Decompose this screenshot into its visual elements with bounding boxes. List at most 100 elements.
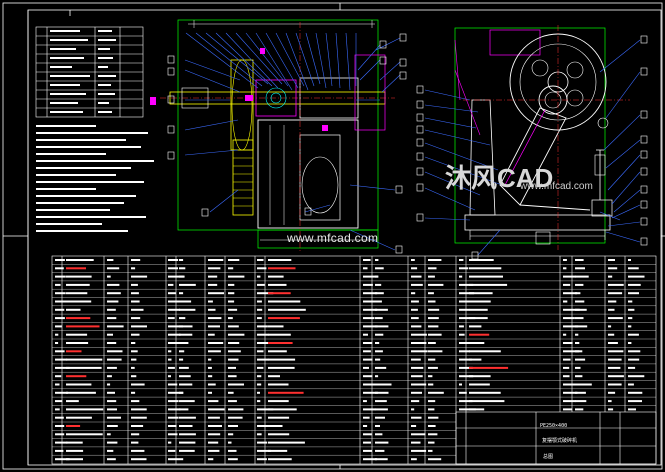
bom-cell-text-mark <box>575 375 583 378</box>
bom-cell-text-mark <box>228 416 243 419</box>
bom-cell-text-mark <box>428 342 436 344</box>
bom-cell-text-mark <box>411 375 423 378</box>
bom-cell-text-mark <box>66 408 104 411</box>
bom-cell-text-mark <box>228 267 234 270</box>
bom-cell-text-mark <box>375 358 381 361</box>
bom-cell-text-mark <box>168 375 171 378</box>
bom-cell-text-mark <box>208 333 215 336</box>
bom-cell-text-mark <box>131 342 136 344</box>
bom-cell-text-mark <box>363 308 378 311</box>
bom-cell-text-mark <box>363 441 371 444</box>
bom-cell-text-mark <box>469 400 505 403</box>
bom-cell-text-mark <box>268 425 283 427</box>
bom-cell-text-mark <box>107 400 117 403</box>
bom-cell-text-mark <box>168 400 179 403</box>
bom-cell-text-mark <box>228 358 239 361</box>
bom-cell-text-mark <box>428 375 433 378</box>
bom-cell-text-mark <box>411 458 417 461</box>
bom-cell-text-mark <box>375 325 389 328</box>
bom-cell-text-mark <box>469 408 485 411</box>
bom-cell-text-mark <box>428 408 435 411</box>
bom-cell-text-mark <box>268 350 287 353</box>
bom-cell-text-mark <box>268 416 290 419</box>
bom-cell-text-mark <box>575 400 587 403</box>
watermark-url: www.mfcad.com <box>287 231 379 245</box>
bom-cell-text-mark <box>131 275 148 278</box>
bom-cell-text-mark <box>268 325 284 328</box>
bom-cell-text-mark <box>469 350 501 353</box>
bom-cell-text-mark <box>375 267 384 270</box>
bom-cell-text-mark <box>428 259 442 261</box>
bom-cell-text-mark <box>107 366 117 369</box>
bom-cell-text-mark <box>411 308 418 311</box>
front-view-leader-lines <box>184 32 401 251</box>
bom-cell-text-mark <box>363 267 368 270</box>
bom-cell-text-mark <box>268 275 284 278</box>
bom-cell-text-mark <box>131 259 141 261</box>
bom-cell-text-mark <box>107 325 124 328</box>
bom-row-lines <box>52 264 656 456</box>
bom-cell-text-mark <box>208 375 213 378</box>
bom-cell-text-mark <box>257 300 262 303</box>
bom-cell-text-mark <box>168 433 178 436</box>
bom-cell-text-mark <box>66 400 79 403</box>
front-view-callouts <box>167 33 407 254</box>
bom-cell-text-mark <box>107 350 123 353</box>
bom-cell-text-mark <box>411 275 422 278</box>
bom-cell-text-mark <box>131 325 147 328</box>
bom-cell-text-mark <box>107 292 121 295</box>
bom-cell-text-mark <box>363 275 378 278</box>
bom-cell-text-mark <box>228 391 234 394</box>
bom-cell-text-mark <box>179 275 184 278</box>
bom-cell-text-mark <box>469 375 491 378</box>
bom-cell-text-mark <box>608 350 624 353</box>
bom-cell-text-mark <box>107 283 120 286</box>
bom-cell-text-mark <box>55 441 68 444</box>
bom-cell-text-mark <box>131 267 136 270</box>
bom-cell-text-mark <box>228 425 238 427</box>
bom-cell-text-mark <box>375 350 383 353</box>
bom-cell-text-mark <box>428 275 435 278</box>
bom-cell-text-mark <box>268 383 289 386</box>
bom-cell-text-mark <box>459 366 473 369</box>
bom-cell-text-mark <box>459 391 467 394</box>
bom-cell-text-mark <box>363 366 369 369</box>
bom-cell-text-mark <box>208 342 224 344</box>
bom-cell-text-mark <box>257 308 263 311</box>
bom-cell-text-mark <box>257 292 274 295</box>
side-view-drawing <box>454 25 630 250</box>
bom-cell-text-mark <box>131 449 145 452</box>
bom-cell-text-mark <box>208 408 225 411</box>
bom-cell-text-mark <box>563 350 580 353</box>
bom-cell-text-mark <box>107 342 117 344</box>
front-view-drawing <box>160 19 395 252</box>
bom-cell-text-mark <box>66 458 83 461</box>
bom-cell-text-mark <box>575 342 580 344</box>
bom-cell-text-mark <box>268 308 306 311</box>
bom-cell-text-mark <box>257 358 269 361</box>
bom-cell-text-mark <box>428 300 436 303</box>
bom-cell-text-mark <box>363 425 368 427</box>
bom-cell-text-mark <box>66 449 84 452</box>
bom-cell-text-mark <box>107 300 119 303</box>
bom-cell-text-mark <box>208 267 221 270</box>
bom-cell-text-mark <box>257 275 261 278</box>
bom-cell-text-mark <box>228 292 235 295</box>
bom-cell-text-mark <box>268 449 288 452</box>
bom-cell-text-mark <box>575 308 587 311</box>
bom-cell-text-mark <box>459 342 471 344</box>
bom-cell-text-mark <box>411 425 417 427</box>
bom-cell-text-mark <box>168 300 182 303</box>
bom-cell-text-mark <box>268 400 289 403</box>
bom-cell-text-mark <box>268 458 292 461</box>
bom-cell-text-mark <box>459 300 471 303</box>
bom-cell-text-mark <box>66 366 102 369</box>
bom-cell-text-mark <box>575 358 586 361</box>
bom-cell-text-mark <box>55 366 70 369</box>
bom-cell-text-mark <box>411 292 416 295</box>
bom-cell-text-mark <box>228 317 233 320</box>
bom-cell-text-mark <box>469 300 491 303</box>
bom-cell-text-mark <box>469 292 493 295</box>
